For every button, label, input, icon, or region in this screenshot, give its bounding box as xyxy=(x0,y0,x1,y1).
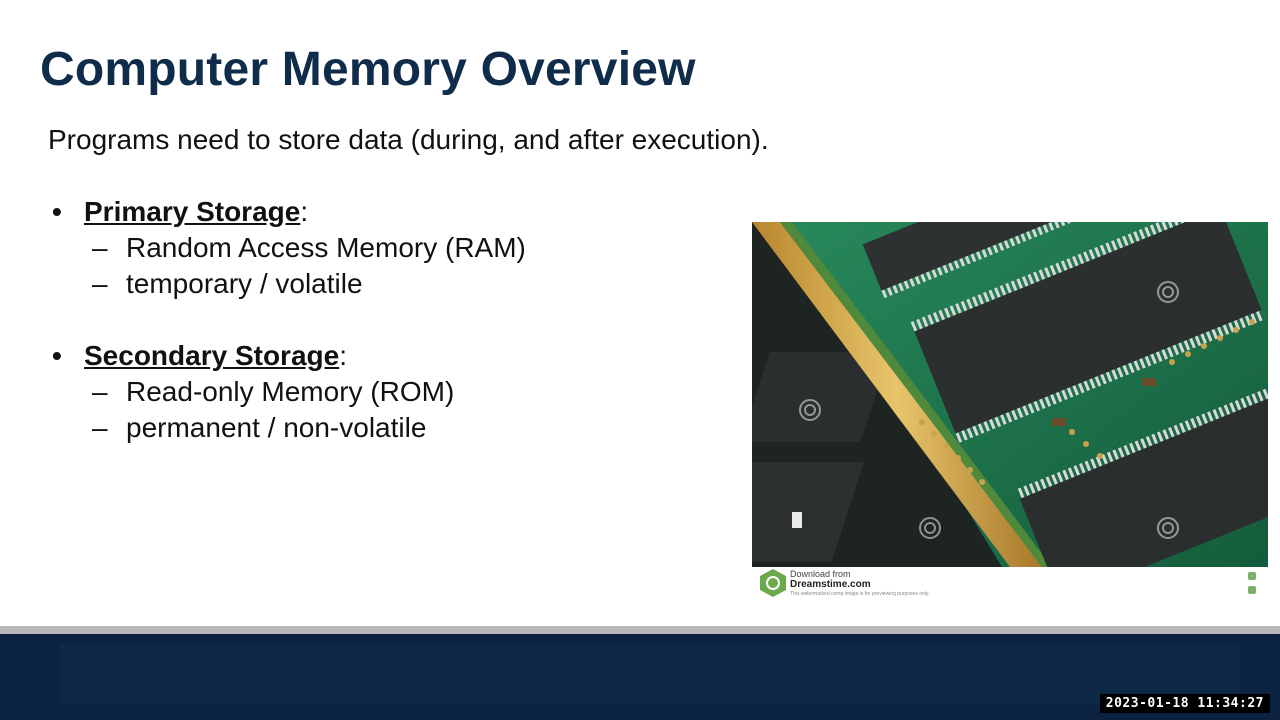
badge-icon xyxy=(1248,572,1256,580)
sub-item: –Read-only Memory (ROM) xyxy=(52,374,712,410)
bullet-marker: • xyxy=(52,340,62,371)
sub-item-text: Random Access Memory (RAM) xyxy=(126,232,526,263)
bullet-heading: Secondary Storage xyxy=(84,340,340,371)
sub-item: –temporary / volatile xyxy=(52,266,712,302)
sub-item-text: temporary / volatile xyxy=(126,268,363,299)
dash-marker: – xyxy=(92,412,108,443)
sub-item-text: Read-only Memory (ROM) xyxy=(126,376,455,407)
bullet-primary-storage: • Primary Storage: xyxy=(52,194,712,230)
footer-band xyxy=(60,644,1240,704)
slide-title: Computer Memory Overview xyxy=(40,43,696,96)
slide: Computer Memory Overview Programs need t… xyxy=(40,43,1268,601)
badge-icon xyxy=(1248,586,1256,594)
intro-text: Programs need to store data (during, and… xyxy=(48,124,769,155)
footer-bar xyxy=(0,634,1280,720)
dreamstime-logo-icon xyxy=(760,569,786,597)
bullet-heading: Primary Storage xyxy=(84,196,301,227)
ram-module-photo xyxy=(752,222,1268,567)
sub-item-text: permanent / non-volatile xyxy=(126,412,427,443)
dash-marker: – xyxy=(92,268,108,299)
dash-marker: – xyxy=(92,376,108,407)
ram-module-illustration xyxy=(752,222,1268,567)
credit-note: This watermarked comp image is for previ… xyxy=(790,591,930,597)
bullet-list: •Primary Storage: –Random Access Memory … xyxy=(52,194,712,446)
credit-site: Dreamstime.com xyxy=(790,579,871,590)
bullet-marker: • xyxy=(52,196,62,227)
sub-item: –Random Access Memory (RAM) xyxy=(52,230,712,266)
recording-timestamp: 2023-01-18 11:34:27 xyxy=(1099,694,1270,713)
bullet-secondary-storage: • Secondary Storage: xyxy=(52,338,712,374)
slide-divider xyxy=(0,626,1280,634)
sub-item: –permanent / non-volatile xyxy=(52,410,712,446)
colon: : xyxy=(339,340,347,371)
dash-marker: – xyxy=(92,232,108,263)
image-credit: Download from Dreamstime.com This waterm… xyxy=(752,567,1268,601)
credit-text: Download from xyxy=(790,569,851,579)
colon: : xyxy=(300,196,309,227)
